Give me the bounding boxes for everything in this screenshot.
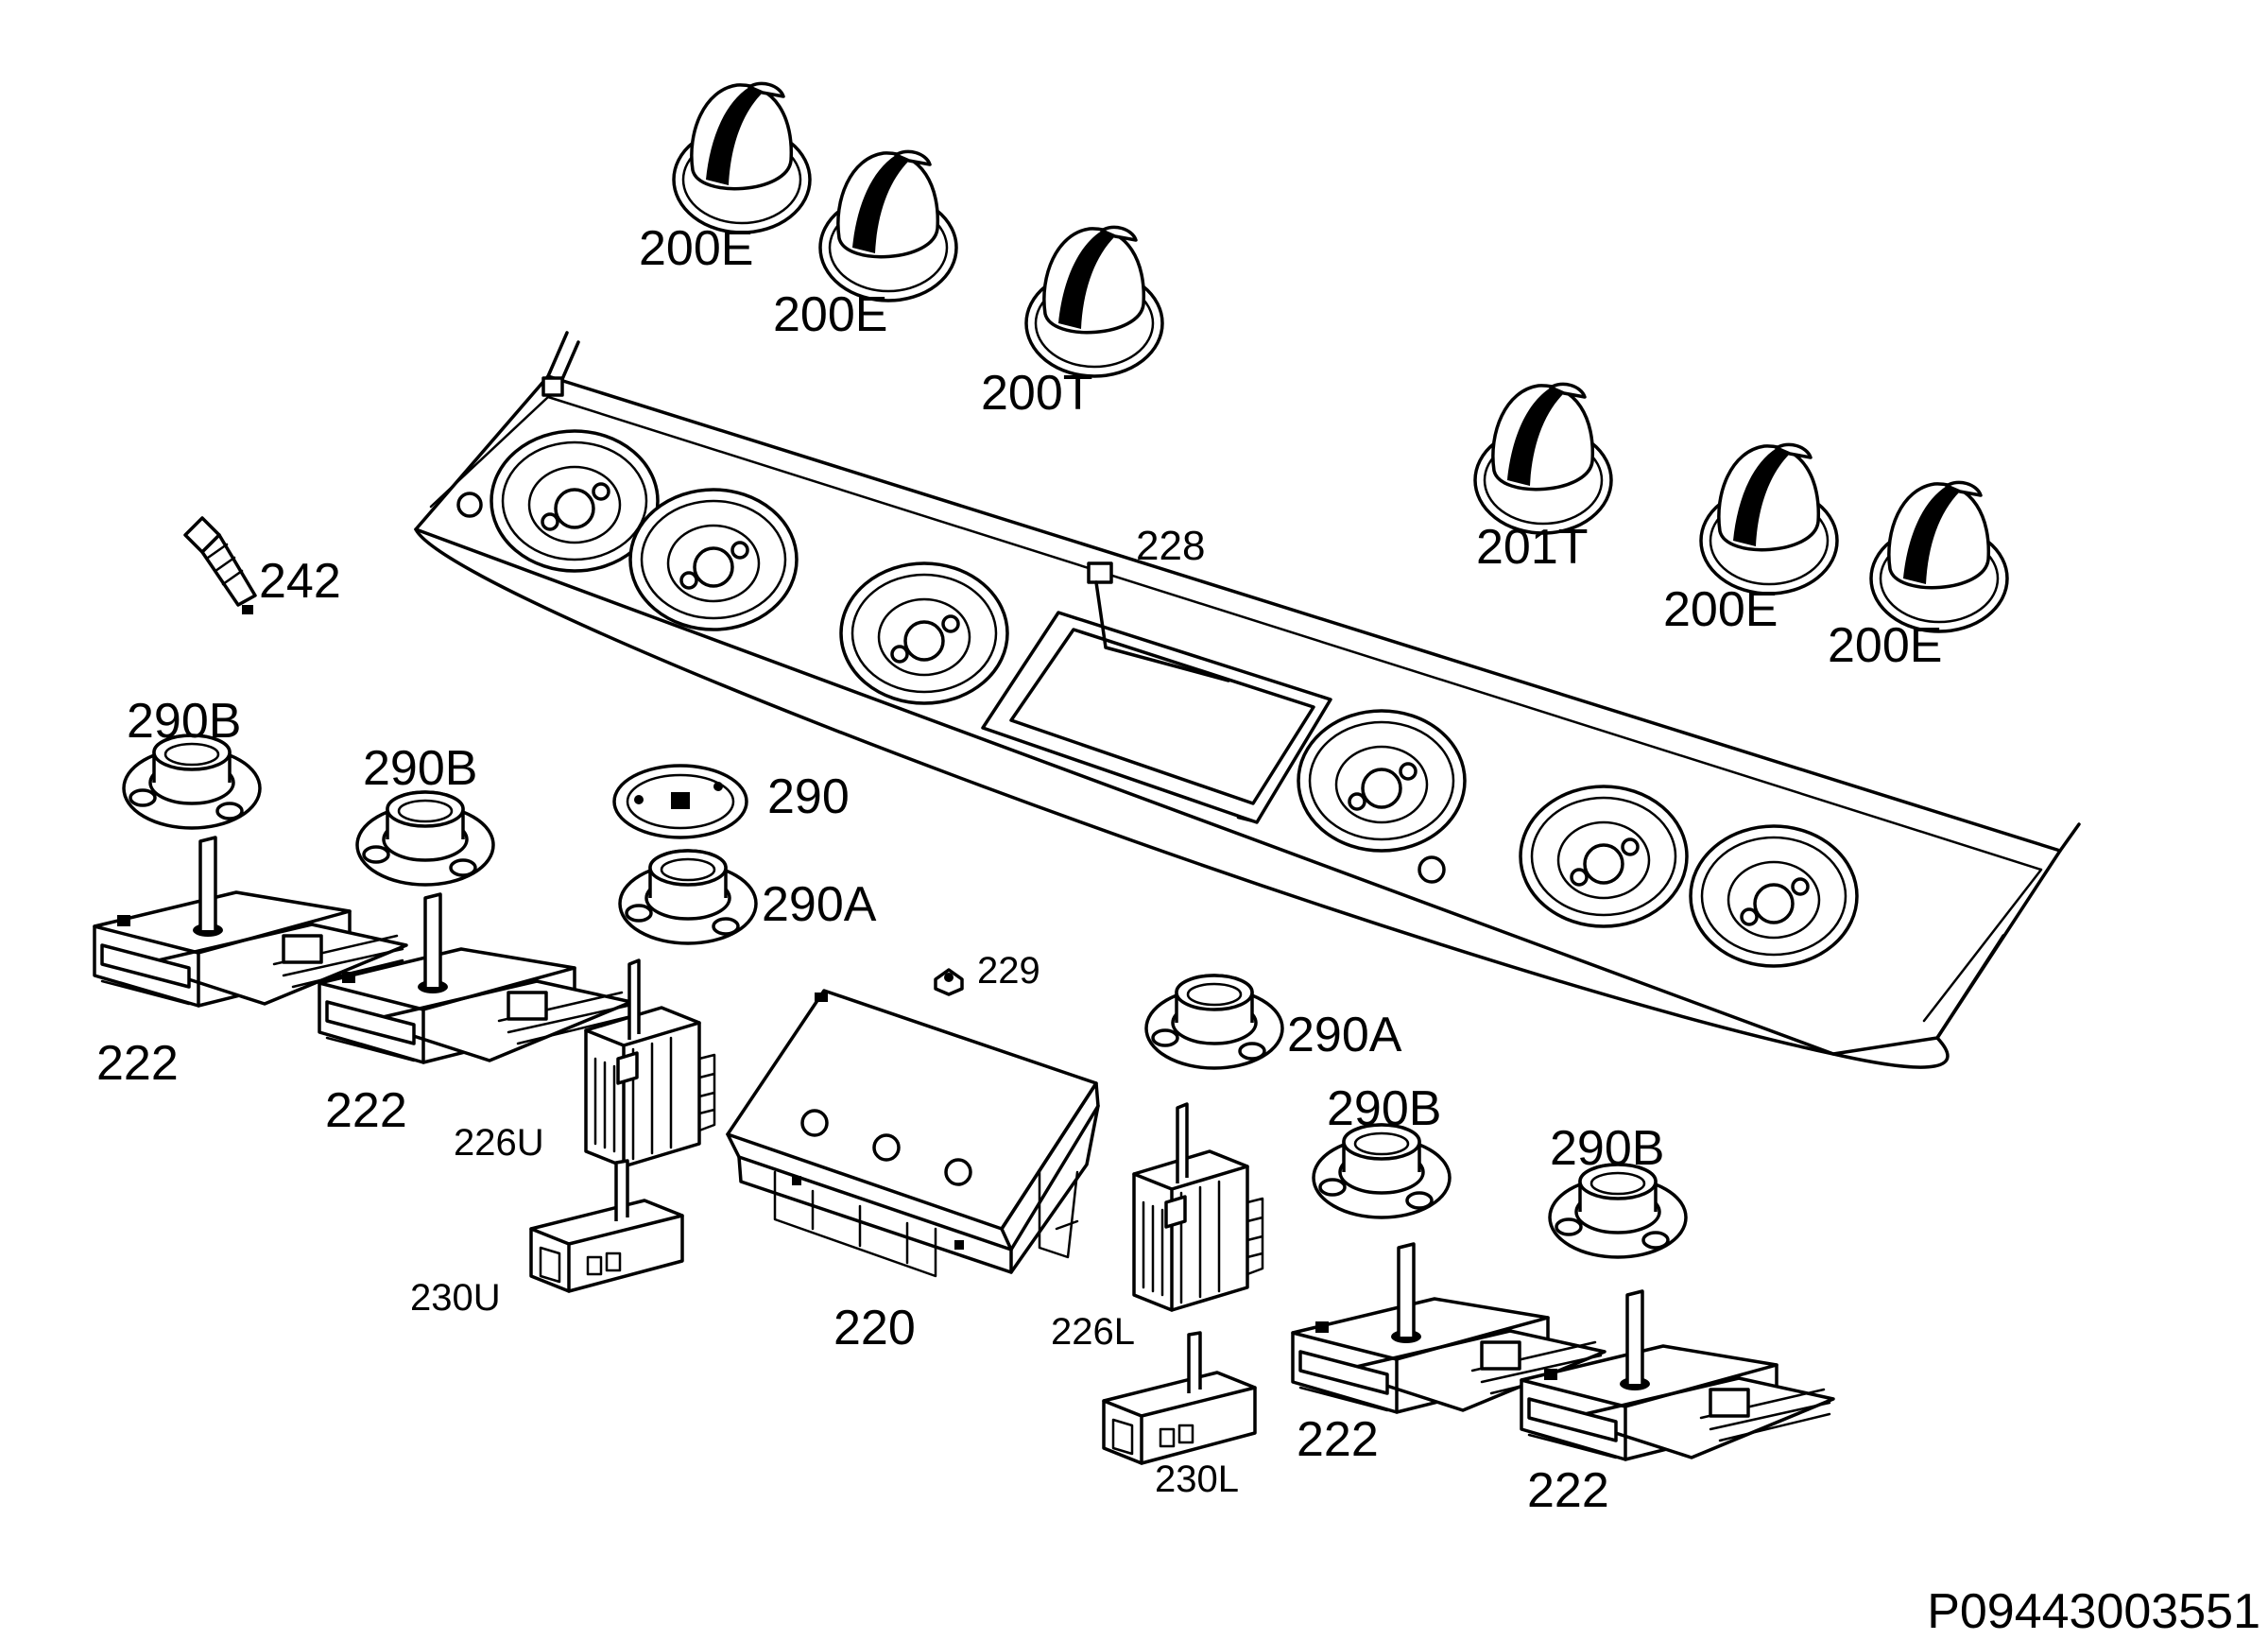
label-panel-screw: 228 xyxy=(1136,523,1205,569)
label-switch-222-4: 222 xyxy=(1527,1463,1609,1518)
knob-200e-4: 200E xyxy=(1828,480,2009,673)
label-knob-200t: 200T xyxy=(981,366,1093,421)
ring-290b-1: 290B xyxy=(122,694,262,830)
label-ring-290b-3: 290B xyxy=(1327,1081,1441,1136)
ring-290-plate: 290 xyxy=(612,764,850,839)
knob-200e-1: 200E xyxy=(639,81,812,276)
label-mini-switch-230u: 230U xyxy=(410,1277,501,1319)
label-ring-290b-4: 290B xyxy=(1550,1121,1664,1176)
control-panel xyxy=(414,331,2081,1069)
ring-290b-2: 290B xyxy=(355,741,495,887)
knob-200e-2: 200E xyxy=(773,149,958,342)
label-probe: 242 xyxy=(259,554,341,609)
label-knob-200e-4: 200E xyxy=(1828,618,1942,673)
knob-200t: 200T xyxy=(981,225,1164,421)
panel-screw: 228 xyxy=(1087,523,1230,682)
label-selector-226l: 226L xyxy=(1051,1311,1135,1353)
label-switch-222-1: 222 xyxy=(96,1036,179,1091)
label-switch-222-3: 222 xyxy=(1297,1412,1379,1467)
probe: 242 xyxy=(183,516,341,614)
label-mini-switch-230l: 230L xyxy=(1155,1459,1239,1500)
label-ring-290b-1: 290B xyxy=(127,694,241,749)
label-knob-201t: 201T xyxy=(1476,520,1589,575)
ring-290b-4: 290B xyxy=(1548,1121,1688,1259)
switch-222-4: 222 xyxy=(1520,1289,1835,1518)
label-nut: 229 xyxy=(977,950,1040,992)
label-timer-module: 220 xyxy=(833,1301,916,1355)
switch-222-2: 222 xyxy=(318,892,633,1138)
knob-201t: 201T xyxy=(1473,382,1613,575)
knob-200e-3: 200E xyxy=(1663,442,1839,637)
drawing-reference: P09443003551 xyxy=(1927,1584,2260,1639)
label-ring-290a-1: 290A xyxy=(762,877,877,932)
switch-222-1: 222 xyxy=(93,836,408,1091)
switch-222-3: 222 xyxy=(1291,1242,1606,1467)
label-ring-290: 290 xyxy=(767,769,850,824)
label-knob-200e-2: 200E xyxy=(773,287,887,342)
display-window xyxy=(981,611,1332,824)
mini-switch-230l: 230L xyxy=(1102,1331,1257,1500)
mini-switch-230u: 230U xyxy=(410,1159,684,1319)
selector-226u: 226U xyxy=(454,958,716,1168)
nut: 229 xyxy=(934,950,1040,996)
ring-290b-3: 290B xyxy=(1312,1081,1452,1219)
label-selector-226u: 226U xyxy=(454,1122,544,1164)
timer-module: 220 xyxy=(726,989,1100,1355)
label-knob-200e-1: 200E xyxy=(639,221,753,276)
label-switch-222-2: 222 xyxy=(325,1083,407,1138)
label-ring-290a-2: 290A xyxy=(1287,1008,1402,1062)
ring-290a-2: 290A xyxy=(1144,974,1402,1070)
label-knob-200e-3: 200E xyxy=(1663,582,1778,637)
ring-290a-1: 290A xyxy=(618,849,877,945)
selector-226l: 226L xyxy=(1051,1102,1264,1353)
label-ring-290b-2: 290B xyxy=(363,741,477,796)
